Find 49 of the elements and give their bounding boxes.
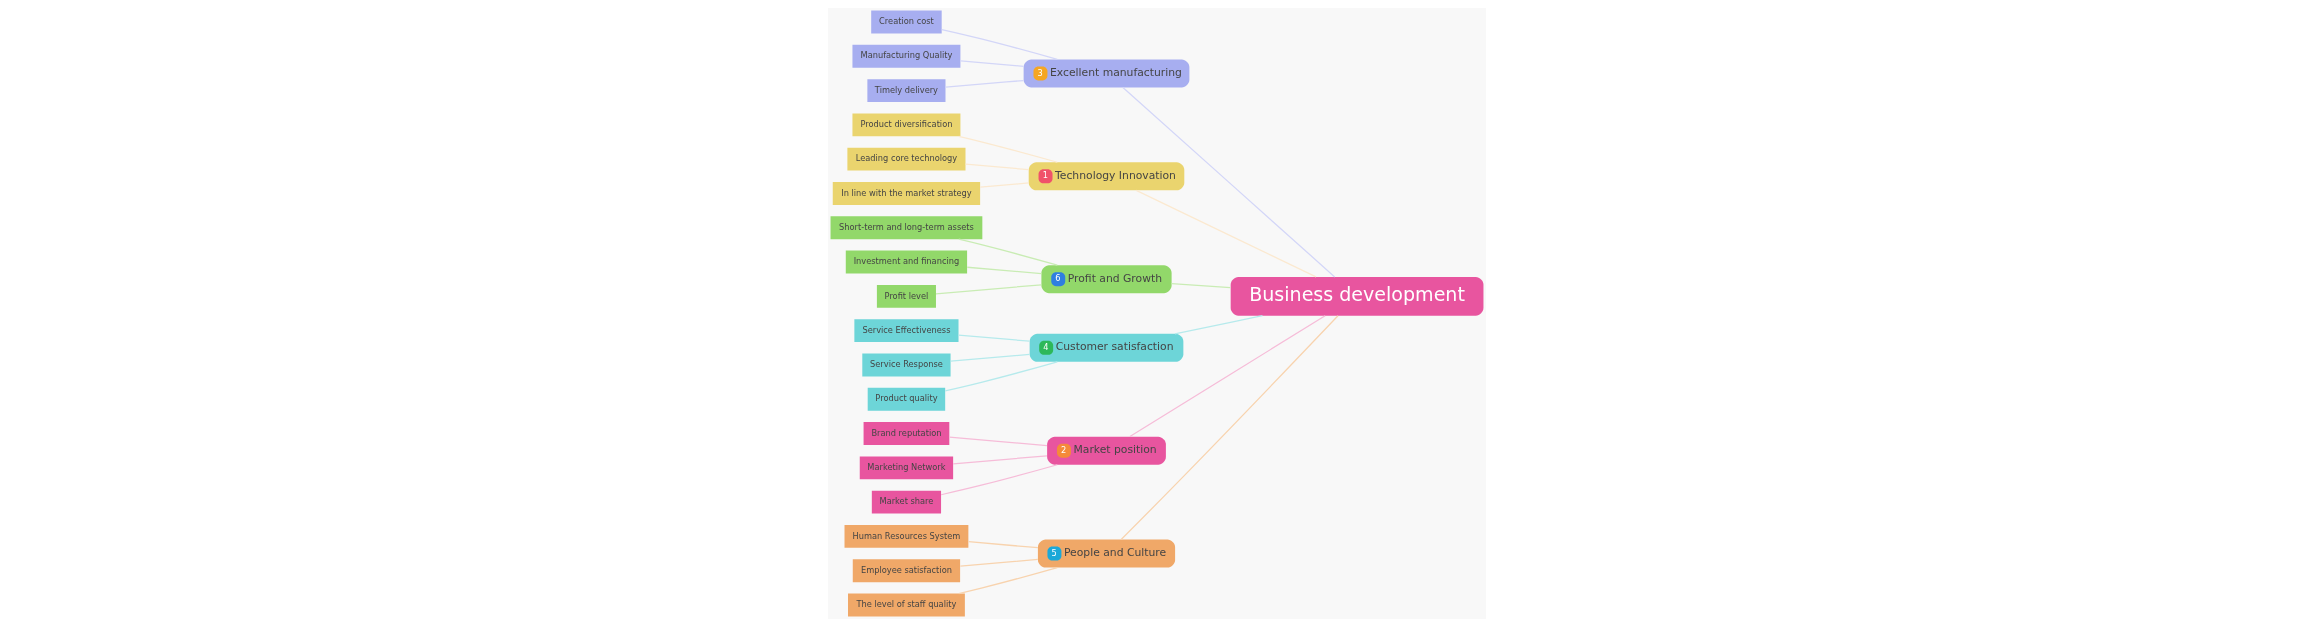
connector [957,567,1058,595]
node-box: 3 Excellent manufacturing [1023,59,1189,88]
connector [979,182,1029,188]
connector [952,455,1048,465]
connector [1121,86,1335,278]
node-box: Product quality [867,387,945,411]
node-box: Manufacturing Quality [851,44,960,68]
node-box: Short-term and long-term assets [830,216,982,240]
connector [966,266,1042,275]
node-box: Employee satisfaction [852,559,960,583]
connector [934,284,1042,295]
node-box: Investment and financing [845,250,967,274]
connector [1170,283,1231,289]
connector [948,436,1048,447]
node-box: Service Effectiveness [853,319,958,343]
connector [959,558,1038,567]
node-box: Brand reputation [863,422,949,445]
node-box: 1 Technology Innovation [1028,162,1184,191]
node-box: The level of staff quality [847,593,965,617]
connector [1128,315,1326,438]
connector [957,135,1058,163]
connector [957,334,1030,342]
connector [944,79,1024,88]
connector [1173,315,1263,335]
connector [944,361,1058,392]
node-box: Creation cost [870,10,942,34]
connector [939,464,1058,496]
connector [964,163,1029,171]
connector [967,541,1038,549]
connector [959,60,1024,67]
node-box: Business development [1230,277,1483,316]
connector [957,238,1058,266]
node-box: Marketing Network [859,456,953,480]
node-box: Market share [871,490,941,514]
node-box: Profit level [876,284,936,308]
node-box: In line with the market strategy [832,182,980,205]
node-box: Product diversification [851,113,960,137]
node-box: 4 Customer satisfaction [1029,333,1183,362]
node-box: 5 People and Culture [1037,539,1175,568]
node-box: 6 Profit and Growth [1040,265,1172,294]
node-box: Service Response [861,353,951,377]
connector [1135,189,1317,278]
connector [1120,315,1339,541]
node-box: 2 Market position [1046,436,1166,465]
connector [940,28,1058,60]
node-box: Leading core technology [846,147,965,171]
connector [949,353,1030,362]
node-box: Timely delivery [866,79,945,102]
node-box: Human Resources System [844,525,968,548]
